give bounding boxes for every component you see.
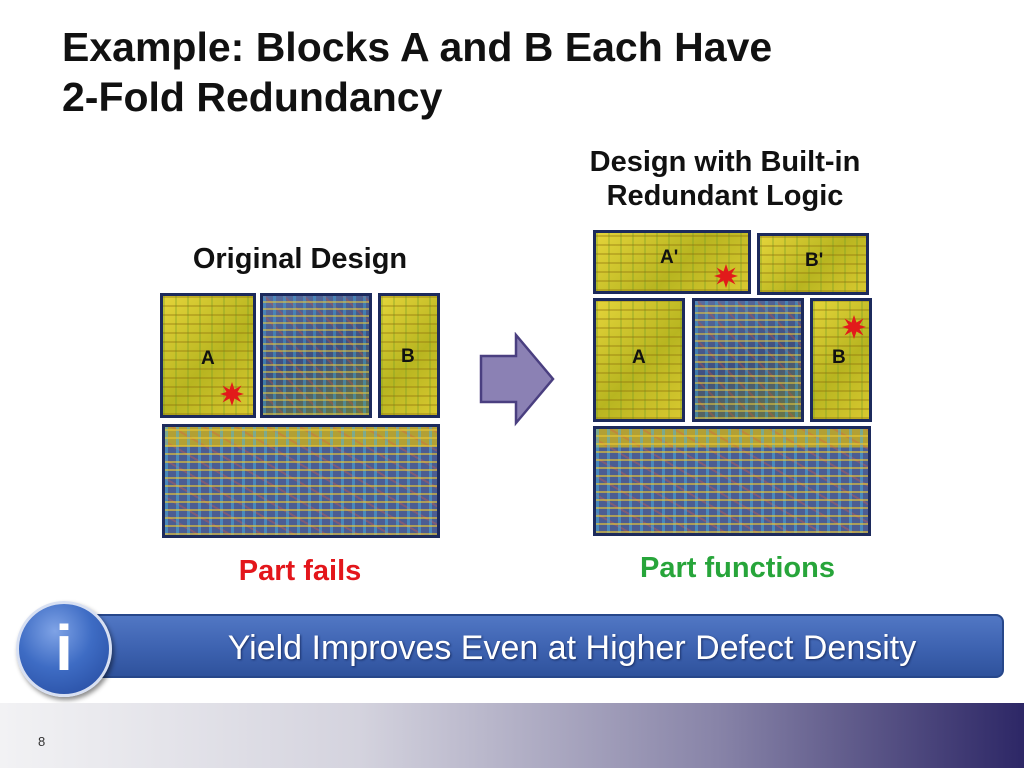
original-logic-block	[260, 293, 372, 418]
block-a-label: A	[632, 347, 646, 368]
redundant-block-b-prime: B'	[757, 233, 869, 295]
page-number: 8	[38, 734, 46, 749]
original-block-b: B	[378, 293, 440, 418]
defect-icon	[714, 264, 738, 288]
redundant-design-heading: Design with Built-in Redundant Logic	[545, 145, 905, 213]
block-b-label: B	[401, 346, 415, 367]
info-icon-letter: i	[55, 612, 73, 684]
block-b-label: B	[832, 347, 846, 368]
block-a-label: A	[201, 348, 215, 369]
info-icon: i	[16, 601, 112, 697]
defect-icon	[842, 315, 866, 339]
redundant-heading-line-2: Redundant Logic	[606, 180, 844, 212]
footer-bar	[0, 703, 1024, 768]
original-large-logic-block	[162, 424, 440, 538]
original-design-heading: Original Design	[192, 243, 408, 275]
defect-icon	[220, 382, 244, 406]
redundant-large-logic-block	[593, 426, 871, 536]
slide-title: Example: Blocks A and B Each Have 2-Fold…	[62, 22, 962, 122]
redundant-result: Part functions	[640, 552, 835, 584]
redundant-die: A' B' A B	[590, 228, 874, 540]
info-banner: Yield Improves Even at Higher Defect Den…	[40, 614, 1004, 678]
original-die: A B	[160, 290, 442, 540]
original-block-a: A	[160, 293, 256, 418]
original-result: Part fails	[238, 555, 362, 587]
info-banner-text: Yield Improves Even at Higher Defect Den…	[227, 629, 917, 667]
redundant-block-b: B	[810, 298, 872, 422]
block-b-prime-label: B'	[805, 250, 824, 271]
redundant-block-a: A	[593, 298, 685, 422]
title-line-2: 2-Fold Redundancy	[62, 74, 443, 120]
redundant-block-a-prime: A'	[593, 230, 751, 294]
redundant-logic-block	[692, 298, 804, 422]
title-line-1: Example: Blocks A and B Each Have	[62, 24, 773, 70]
redundant-heading-line-1: Design with Built-in	[589, 146, 861, 178]
block-a-prime-label: A'	[660, 247, 679, 268]
transform-arrow	[479, 332, 555, 427]
